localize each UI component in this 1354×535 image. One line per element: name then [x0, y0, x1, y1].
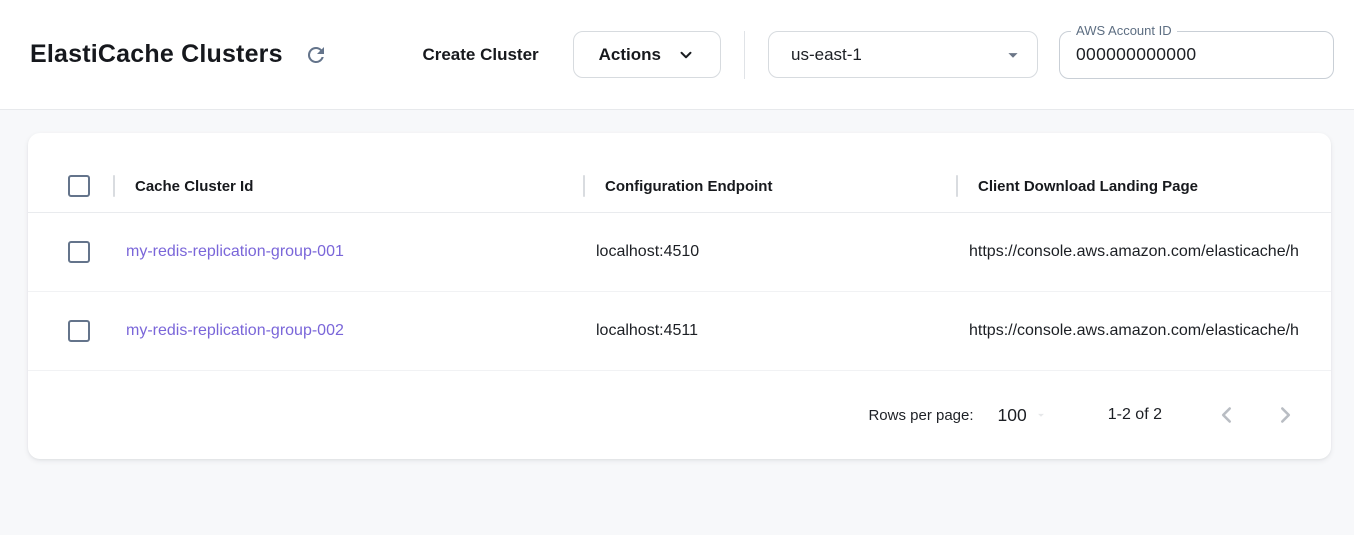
toolbar-divider: [744, 30, 745, 79]
aws-account-id-label: AWS Account ID: [1071, 22, 1177, 38]
pagination-range-label: 1-2 of 2: [1107, 406, 1162, 423]
table-row: my-redis-replication-group-001 localhost…: [28, 213, 1331, 292]
rows-per-page-label: Rows per page:: [868, 406, 974, 424]
column-header-client-download-landing-page[interactable]: Client Download Landing Page: [956, 160, 1331, 212]
refresh-button[interactable]: [302, 41, 330, 69]
actions-button-label: Actions: [598, 44, 661, 64]
client-download-landing-page-value: https://console.aws.amazon.com/elasticac…: [969, 243, 1299, 260]
chevron-down-icon: [677, 46, 695, 64]
region-select-value: us-east-1: [791, 44, 862, 64]
refresh-icon: [304, 43, 328, 67]
cache-cluster-id-link[interactable]: my-redis-replication-group-002: [126, 322, 344, 339]
top-bar: ElastiCache Clusters Create Cluster Acti…: [0, 0, 1354, 110]
configuration-endpoint-value: localhost:4511: [596, 322, 698, 339]
client-download-landing-page-value: https://console.aws.amazon.com/elasticac…: [969, 322, 1299, 339]
aws-account-id-input[interactable]: [1076, 44, 1317, 65]
aws-account-id-field: AWS Account ID: [1059, 22, 1334, 79]
select-all-checkbox[interactable]: [68, 175, 90, 197]
rows-per-page-select[interactable]: 100: [998, 405, 1048, 426]
chevron-right-icon: [1272, 402, 1298, 428]
clusters-table-card: Cache Cluster Id Configuration Endpoint …: [28, 133, 1331, 459]
actions-button[interactable]: Actions: [572, 31, 721, 78]
row-checkbox[interactable]: [68, 241, 90, 263]
main-content: Cache Cluster Id Configuration Endpoint …: [0, 110, 1354, 459]
title-group: ElastiCache Clusters: [30, 40, 330, 69]
column-header-configuration-endpoint[interactable]: Configuration Endpoint: [583, 160, 956, 212]
row-checkbox[interactable]: [68, 320, 90, 342]
region-select[interactable]: us-east-1: [768, 31, 1038, 78]
table-row: my-redis-replication-group-002 localhost…: [28, 292, 1331, 371]
table-header-row: Cache Cluster Id Configuration Endpoint …: [28, 160, 1331, 213]
page-title: ElastiCache Clusters: [30, 40, 283, 68]
chevron-left-icon: [1214, 402, 1240, 428]
row-select-cell: [28, 320, 113, 342]
rows-per-page-value: 100: [997, 404, 1027, 425]
cache-cluster-id-link[interactable]: my-redis-replication-group-001: [126, 243, 344, 260]
create-cluster-button[interactable]: Create Cluster: [414, 45, 546, 65]
caret-down-icon: [1034, 408, 1048, 426]
table-pagination: Rows per page: 100 1-2 of 2: [28, 371, 1331, 459]
next-page-button[interactable]: [1272, 402, 1298, 428]
row-select-cell: [28, 241, 113, 263]
caret-down-icon: [1002, 44, 1024, 66]
column-header-cache-cluster-id[interactable]: Cache Cluster Id: [113, 160, 583, 212]
configuration-endpoint-value: localhost:4510: [596, 243, 700, 260]
top-bar-actions: Create Cluster Actions us-east-1 AWS Acc…: [414, 22, 1334, 79]
previous-page-button[interactable]: [1214, 402, 1240, 428]
select-all-cell: [28, 175, 113, 197]
